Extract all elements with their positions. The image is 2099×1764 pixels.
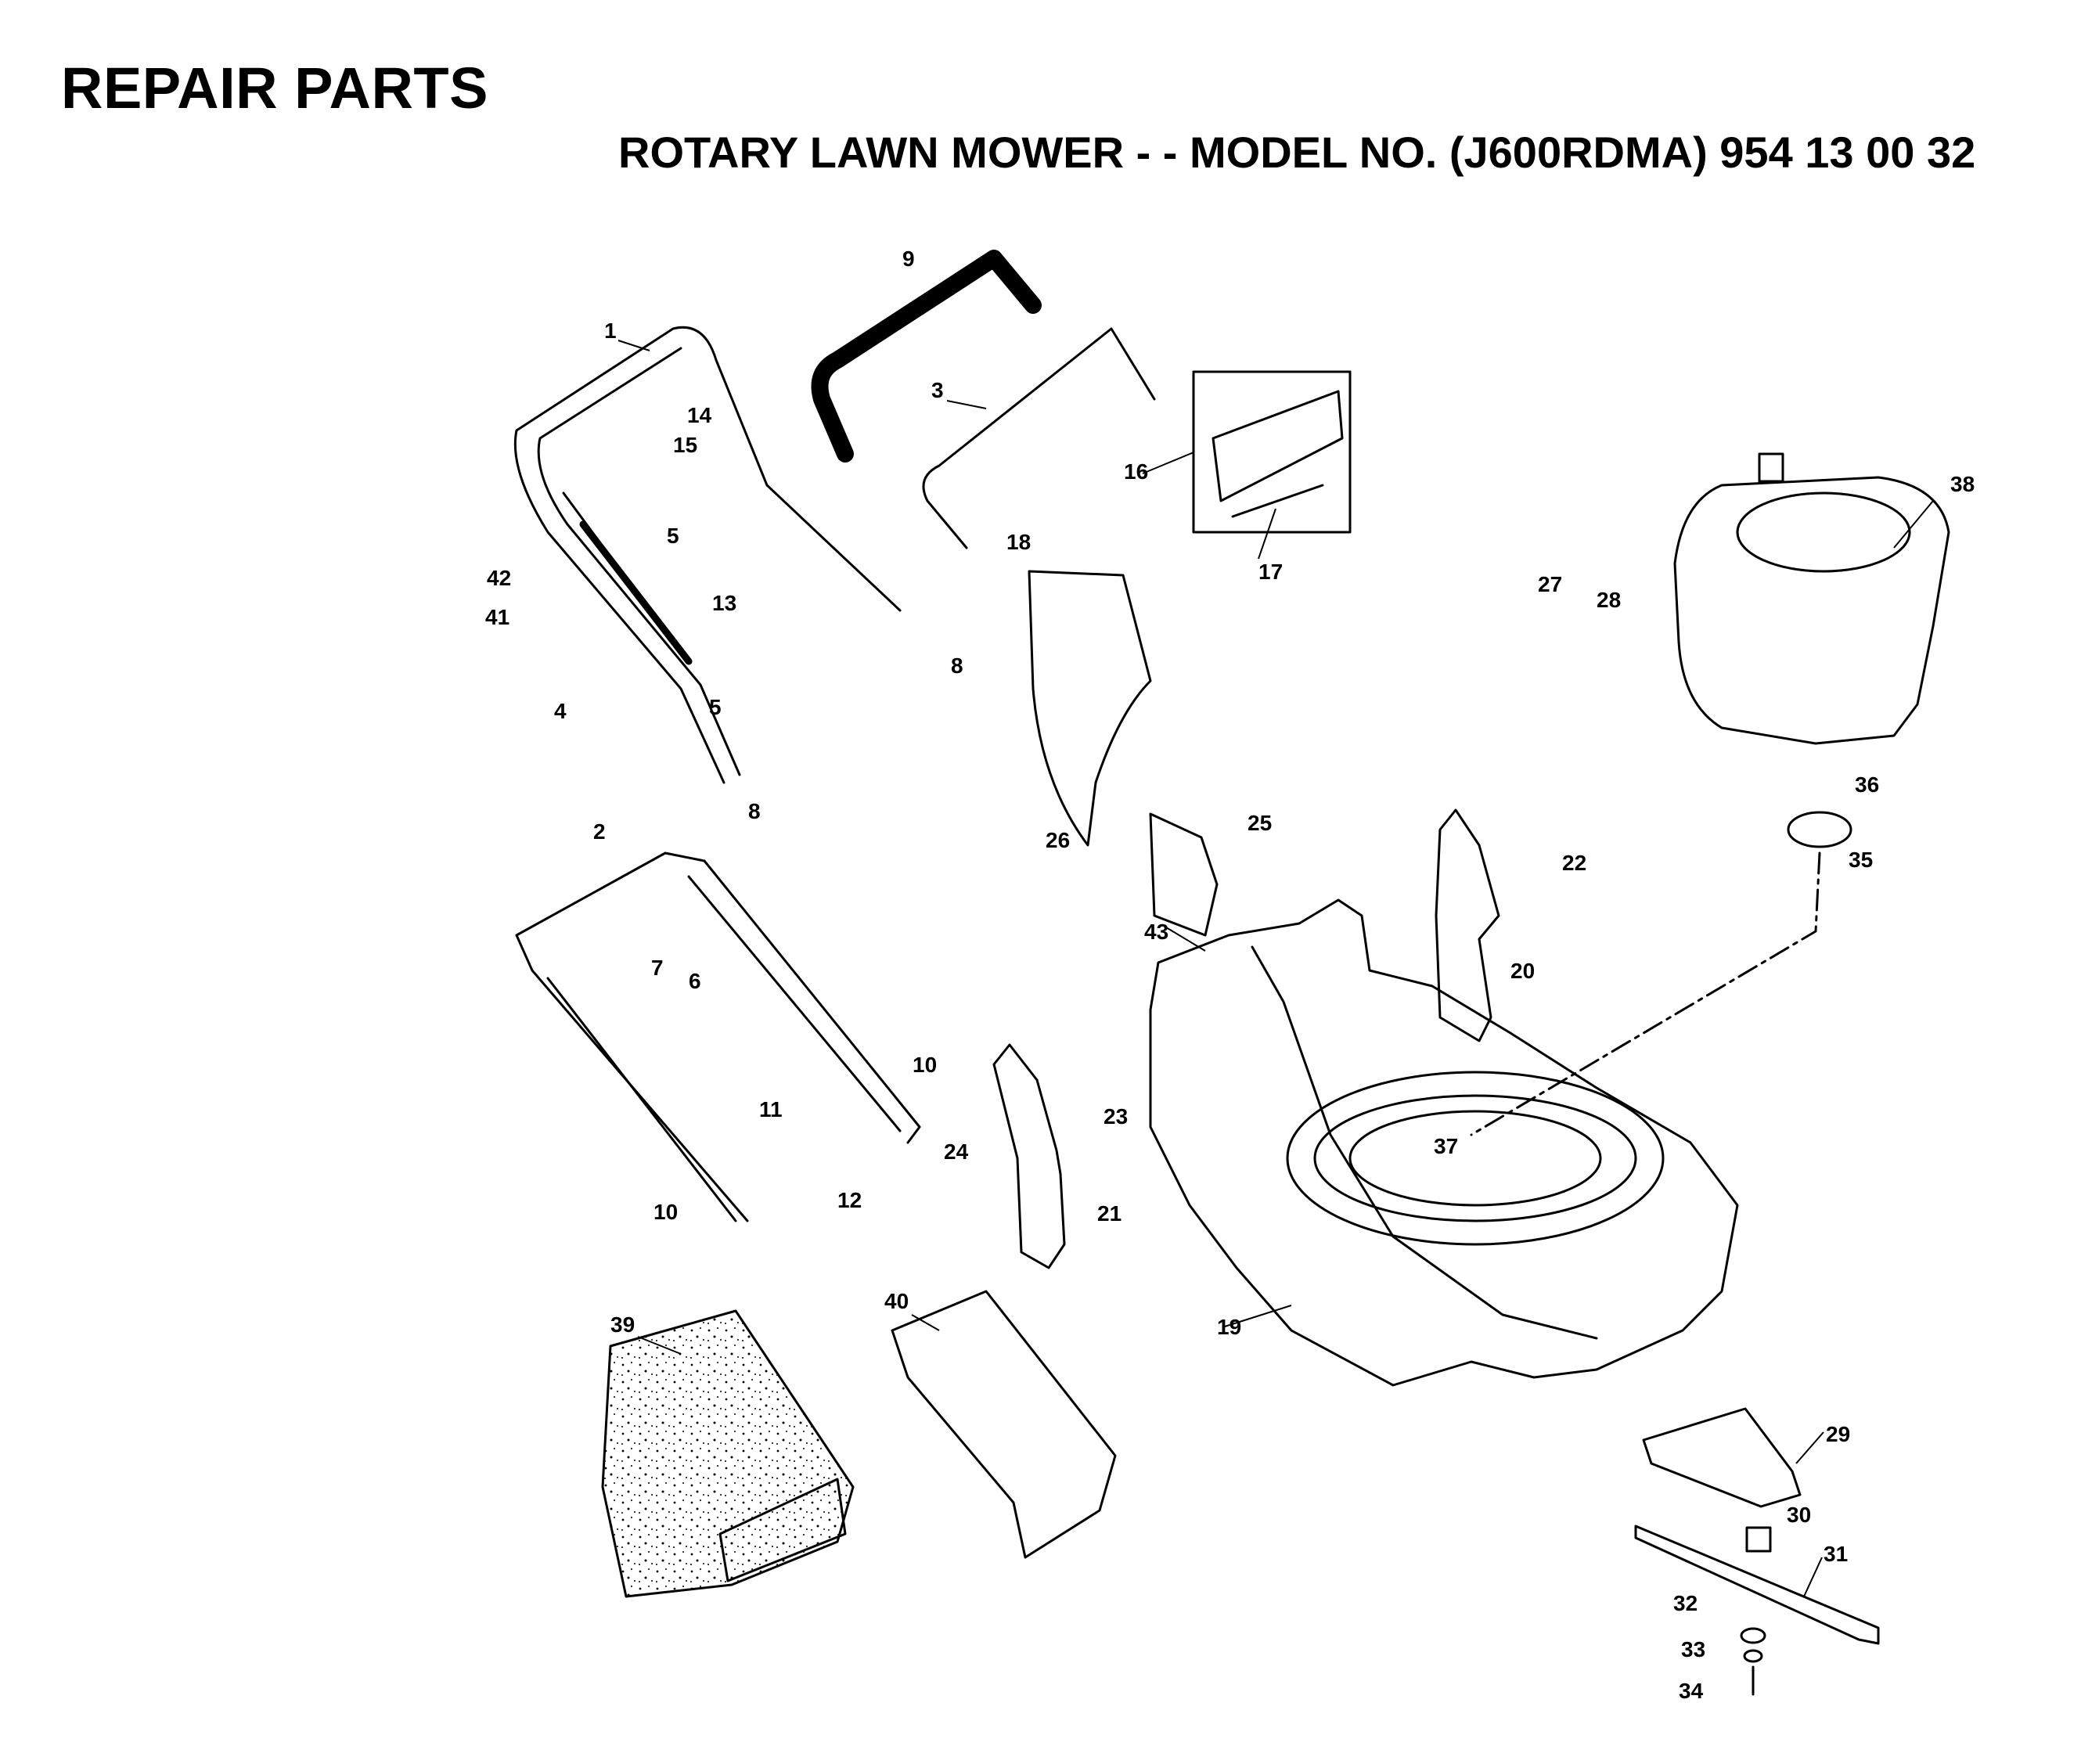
model-subtitle: ROTARY LAWN MOWER - - MODEL NO. (J600RDM…: [618, 128, 1976, 177]
part-label: 26: [1046, 828, 1070, 852]
page-title: REPAIR PARTS: [61, 56, 488, 121]
part-label: 33: [1681, 1637, 1705, 1661]
part-label: 14: [687, 403, 712, 427]
part-label: 6: [689, 969, 701, 993]
part-label: 25: [1248, 811, 1272, 835]
part-label: 8: [951, 653, 963, 678]
deflector-bracket: [1149, 812, 1219, 937]
part-label: 41: [485, 605, 509, 629]
height-adjuster-rear: [1435, 808, 1500, 1042]
lock-washer: [1743, 1649, 1763, 1663]
part-label: 4: [554, 699, 567, 723]
part-label: 28: [1597, 588, 1621, 612]
axis-line: [1470, 851, 1821, 1136]
part-label: 32: [1673, 1591, 1698, 1615]
part-label: 16: [1124, 459, 1148, 484]
part-label: 17: [1258, 560, 1283, 584]
part-label: 36: [1855, 772, 1879, 797]
part-label: 35: [1849, 848, 1873, 872]
part-label: 30: [1787, 1503, 1811, 1527]
part-label: 34: [1679, 1679, 1704, 1703]
part-label: 24: [944, 1139, 969, 1164]
bag-frame: [891, 1290, 1117, 1559]
height-adjuster-front: [992, 1043, 1066, 1269]
part-label: 22: [1562, 851, 1586, 875]
rear-deflector: [1028, 570, 1152, 847]
part-label: 27: [1538, 572, 1562, 596]
part-label: 37: [1434, 1134, 1458, 1158]
part-label: 20: [1510, 959, 1535, 983]
handle-grip: [811, 250, 1042, 463]
part-label: 2: [593, 819, 606, 844]
blade-bolt: [1745, 1526, 1772, 1553]
part-label: 23: [1104, 1104, 1128, 1129]
mower-blade: [1634, 1525, 1880, 1645]
part-label: 8: [748, 799, 761, 823]
part-label: 31: [1824, 1542, 1848, 1566]
part-label: 3: [931, 378, 944, 402]
throttle-cable: [579, 520, 693, 665]
upper-handle: [513, 326, 902, 784]
leader-lines: [617, 340, 1934, 1597]
engine: [1673, 452, 1950, 745]
part-label: 40: [884, 1289, 909, 1313]
part-label: 43: [1144, 920, 1168, 944]
grass-bag: [601, 1309, 855, 1598]
part-label: 9: [902, 247, 915, 271]
part-label: 13: [712, 591, 736, 615]
part-label: 15: [673, 433, 697, 457]
part-labels: 1 2 3 4 5 5 6 7 8 8 9 10 10 11 12 13 14 …: [485, 247, 1975, 1703]
part-label: 5: [709, 695, 722, 719]
part-label: 39: [610, 1312, 635, 1337]
part-label: 29: [1826, 1422, 1850, 1446]
part-label: 21: [1097, 1201, 1122, 1226]
part-label: 10: [913, 1053, 937, 1077]
blade-washer: [1740, 1627, 1766, 1644]
part-label: 11: [759, 1097, 783, 1121]
part-label: 18: [1006, 530, 1031, 554]
part-label: 5: [667, 524, 679, 548]
part-label: 19: [1217, 1315, 1241, 1339]
part-label: 7: [651, 956, 664, 980]
part-label: 42: [487, 566, 511, 590]
blade-adapter: [1642, 1407, 1802, 1508]
part-label: 12: [837, 1188, 862, 1212]
lower-handle: [515, 851, 921, 1222]
part-label: 10: [653, 1200, 678, 1224]
control-bail: [922, 327, 1156, 549]
manual-box: [1192, 370, 1352, 534]
part-label: 38: [1950, 472, 1975, 496]
engine-adapter: [1787, 811, 1852, 848]
part-label: 1: [604, 319, 617, 343]
mower-deck: [1149, 898, 1739, 1387]
